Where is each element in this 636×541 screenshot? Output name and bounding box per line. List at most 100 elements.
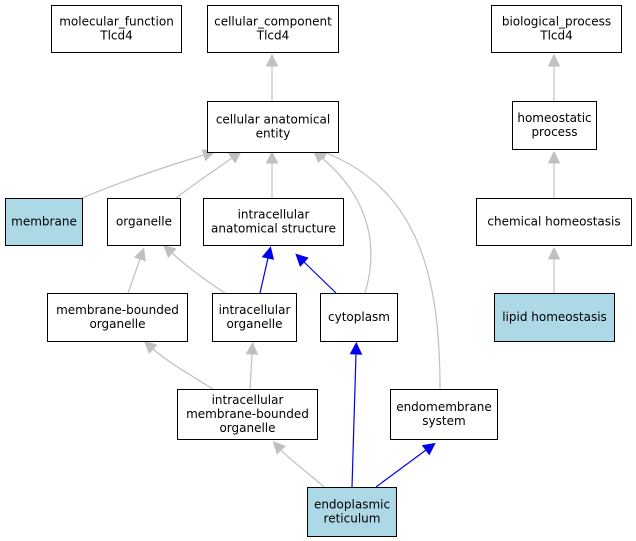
edge-arrowhead — [227, 150, 242, 164]
edge-arrowhead — [421, 442, 436, 456]
edge-endoplasmic-reticulum-to-endomembrane-system — [375, 442, 436, 488]
edge-line — [259, 257, 269, 294]
node-chemical-homeostasis[interactable]: chemical homeostasis — [476, 198, 632, 246]
node-box — [207, 5, 339, 53]
edge-intracellular-membrane-bounded-organelle-to-intracellular-organelle — [245, 341, 259, 390]
edge-line — [351, 353, 357, 488]
node-label: entity — [256, 127, 291, 141]
edge-endomembrane-system-to-cellular-anatomical-entity — [314, 147, 441, 390]
node-label: chemical homeostasis — [487, 215, 620, 229]
edge-arrowhead — [143, 340, 158, 355]
edge-arrowhead — [547, 150, 561, 164]
node-box — [212, 293, 297, 342]
node-label: process — [531, 125, 577, 139]
edge-arrowhead — [163, 244, 177, 259]
node-label: cellular anatomical — [216, 113, 330, 127]
node-box — [47, 293, 188, 342]
edge-arrowhead — [265, 53, 279, 67]
node-box — [512, 101, 597, 150]
node-box — [5, 198, 83, 246]
node-label: intracellular — [212, 393, 284, 407]
edge-cytoplasm-to-intracellular-anatomical-structure — [295, 253, 337, 294]
edge-arrowhead — [265, 150, 279, 164]
edge-homeostatic-process-to-biological-process — [547, 53, 561, 101]
node-label: reticulum — [324, 512, 381, 526]
edge-arrowhead — [272, 441, 286, 455]
node-box — [207, 101, 339, 153]
edge-membrane-to-cellular-anatomical-entity — [81, 149, 216, 199]
node-label: membrane-bounded — [186, 407, 309, 421]
edge-lipid-homeostasis-to-chemical-homeostasis — [547, 246, 561, 293]
node-label: membrane — [11, 215, 77, 229]
node-label: organelle — [116, 215, 172, 229]
node-box — [307, 487, 397, 537]
edge-arrowhead — [349, 341, 363, 355]
node-box — [491, 5, 622, 53]
node-label: Tlcd4 — [99, 29, 133, 43]
node-label: anatomical structure — [211, 222, 336, 236]
edge-intracellular-organelle-to-intracellular-anatomical-structure — [259, 246, 275, 294]
node-label: intracellular — [219, 303, 291, 317]
edge-membrane-bounded-organelle-to-organelle — [127, 247, 146, 294]
edge-endoplasmic-reticulum-to-intracellular-membrane-bounded-organelle — [272, 441, 325, 488]
node-label: endomembrane — [396, 400, 492, 414]
edge-arrowhead — [245, 341, 259, 355]
edge-cellular-anatomical-entity-to-cellular-component — [265, 53, 279, 101]
node-label: intracellular — [238, 208, 310, 222]
node-box — [494, 293, 615, 342]
node-box — [390, 389, 498, 440]
edge-arrowhead — [261, 246, 275, 260]
edge-arrowhead — [133, 247, 146, 262]
edge-line — [321, 157, 372, 294]
edge-line — [171, 252, 226, 294]
node-box — [107, 198, 181, 246]
node-label: membrane-bounded — [56, 303, 179, 317]
edge-arrowhead — [295, 253, 309, 267]
edge-intracellular-anatomical-structure-to-cellular-anatomical-entity — [265, 150, 279, 198]
node-organelle[interactable]: organelle — [107, 198, 181, 246]
node-label: homeostatic — [517, 111, 591, 125]
node-box — [203, 198, 344, 246]
node-label: organelle — [89, 317, 145, 331]
node-cytoplasm[interactable]: cytoplasm — [320, 293, 398, 342]
node-label: Tlcd4 — [256, 29, 290, 43]
node-label: biological_process — [502, 15, 611, 29]
node-label: system — [422, 414, 465, 428]
edge-endoplasmic-reticulum-to-cytoplasm — [349, 341, 363, 488]
node-label: molecular_function — [59, 15, 174, 29]
node-label: organelle — [219, 421, 275, 435]
edge-line — [152, 348, 214, 390]
node-lipid-homeostasis[interactable]: lipid homeostasis — [494, 293, 615, 342]
node-membrane[interactable]: membrane — [5, 198, 83, 246]
edge-chemical-homeostasis-to-homeostatic-process — [547, 150, 561, 198]
edge-line — [280, 449, 325, 488]
edge-line — [175, 157, 233, 199]
edge-intracellular-organelle-to-organelle — [163, 244, 226, 294]
edge-line — [375, 449, 427, 488]
edge-organelle-to-cellular-anatomical-entity — [175, 150, 242, 199]
edge-intracellular-membrane-bounded-organelle-to-membrane-bounded-organelle — [143, 340, 214, 390]
edge-line — [127, 258, 141, 294]
node-box — [320, 293, 398, 342]
node-box — [51, 5, 182, 53]
node-label: endoplasmic — [314, 498, 390, 512]
node-label: organelle — [226, 317, 282, 331]
node-label: lipid homeostasis — [502, 310, 607, 324]
edge-arrowhead — [547, 246, 561, 260]
node-box — [476, 198, 632, 246]
node-layer: molecular_functionTlcd4cellular_componen… — [5, 5, 632, 537]
edge-line — [303, 261, 337, 294]
node-label: cellular_component — [214, 15, 332, 29]
edge-arrowhead — [547, 53, 561, 67]
